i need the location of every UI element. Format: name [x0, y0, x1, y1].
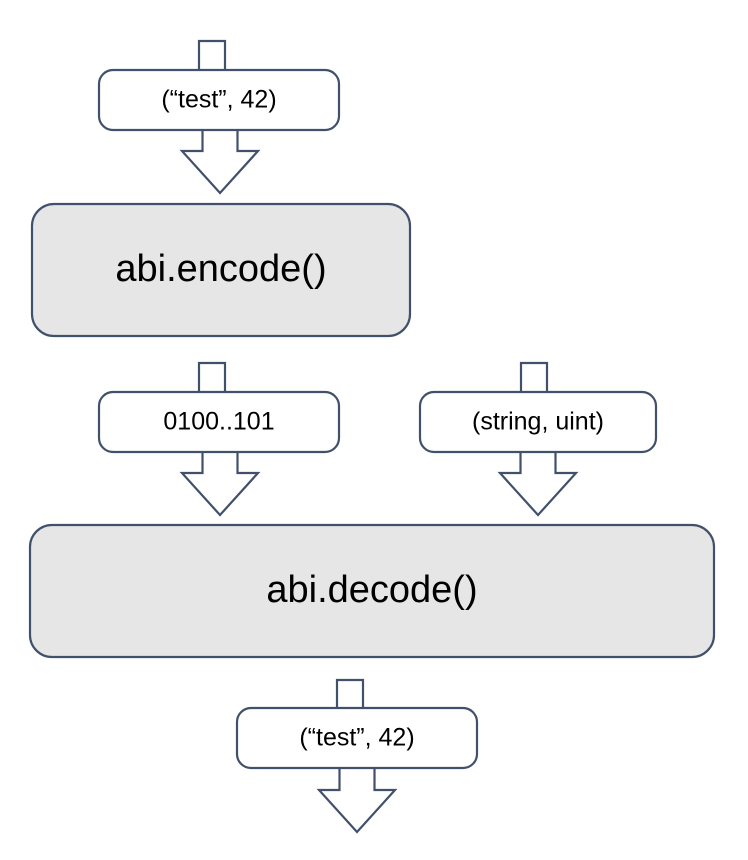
- arrow-into-input-tuple-shaft: [197, 39, 227, 70]
- connectors-layer: [179, 39, 579, 834]
- nodes-layer: (“test”, 42) abi.encode() 0100..101 (string…: [28, 68, 716, 770]
- node-type-signature[interactable]: (string, uint): [418, 390, 658, 454]
- output-tuple-label: (“test”, 42): [299, 724, 414, 752]
- node-abi-decode[interactable]: abi.decode(): [28, 523, 716, 659]
- input-tuple-label: (“test”, 42): [161, 86, 276, 114]
- arrow-into-type-signature: [519, 361, 549, 392]
- node-encoded-bytes[interactable]: 0100..101: [97, 390, 341, 454]
- arrow-encoded-to-decode-body: [179, 452, 261, 517]
- arrow-into-encoded-bytes-shaft: [197, 361, 227, 392]
- arrow-typesig-to-decode: [497, 452, 579, 517]
- encoded-bytes-shape[interactable]: [97, 390, 341, 454]
- node-input-tuple[interactable]: (“test”, 42): [97, 68, 341, 132]
- arrow-into-encoded-bytes: [197, 361, 227, 392]
- arrow-into-input-tuple: [197, 39, 227, 70]
- arrow-typesig-to-decode-body: [497, 452, 579, 517]
- abi-encode-shape[interactable]: [30, 202, 412, 338]
- type-signature-label: (string, uint): [472, 408, 604, 436]
- arrow-input-to-encode: [179, 130, 261, 195]
- arrow-into-output-tuple-shaft: [335, 678, 365, 708]
- type-signature-shape[interactable]: [418, 390, 658, 454]
- node-abi-encode[interactable]: abi.encode(): [30, 202, 412, 338]
- arrow-into-type-signature-shaft: [519, 361, 549, 392]
- input-tuple-shape[interactable]: [97, 68, 341, 132]
- encoded-bytes-label: 0100..101: [163, 408, 274, 436]
- abi-encode-label: abi.encode(): [115, 248, 326, 290]
- node-output-tuple[interactable]: (“test”, 42): [235, 706, 479, 770]
- arrow-into-output-tuple: [335, 678, 365, 708]
- arrow-input-to-encode-body: [179, 130, 261, 195]
- abi-decode-label: abi.decode(): [266, 569, 477, 611]
- abi-decode-shape[interactable]: [28, 523, 716, 659]
- arrow-out-of-output-tuple: [316, 768, 398, 834]
- output-tuple-shape[interactable]: [235, 706, 479, 770]
- arrow-out-of-output-tuple-body: [316, 768, 398, 834]
- arrow-encoded-to-decode: [179, 452, 261, 517]
